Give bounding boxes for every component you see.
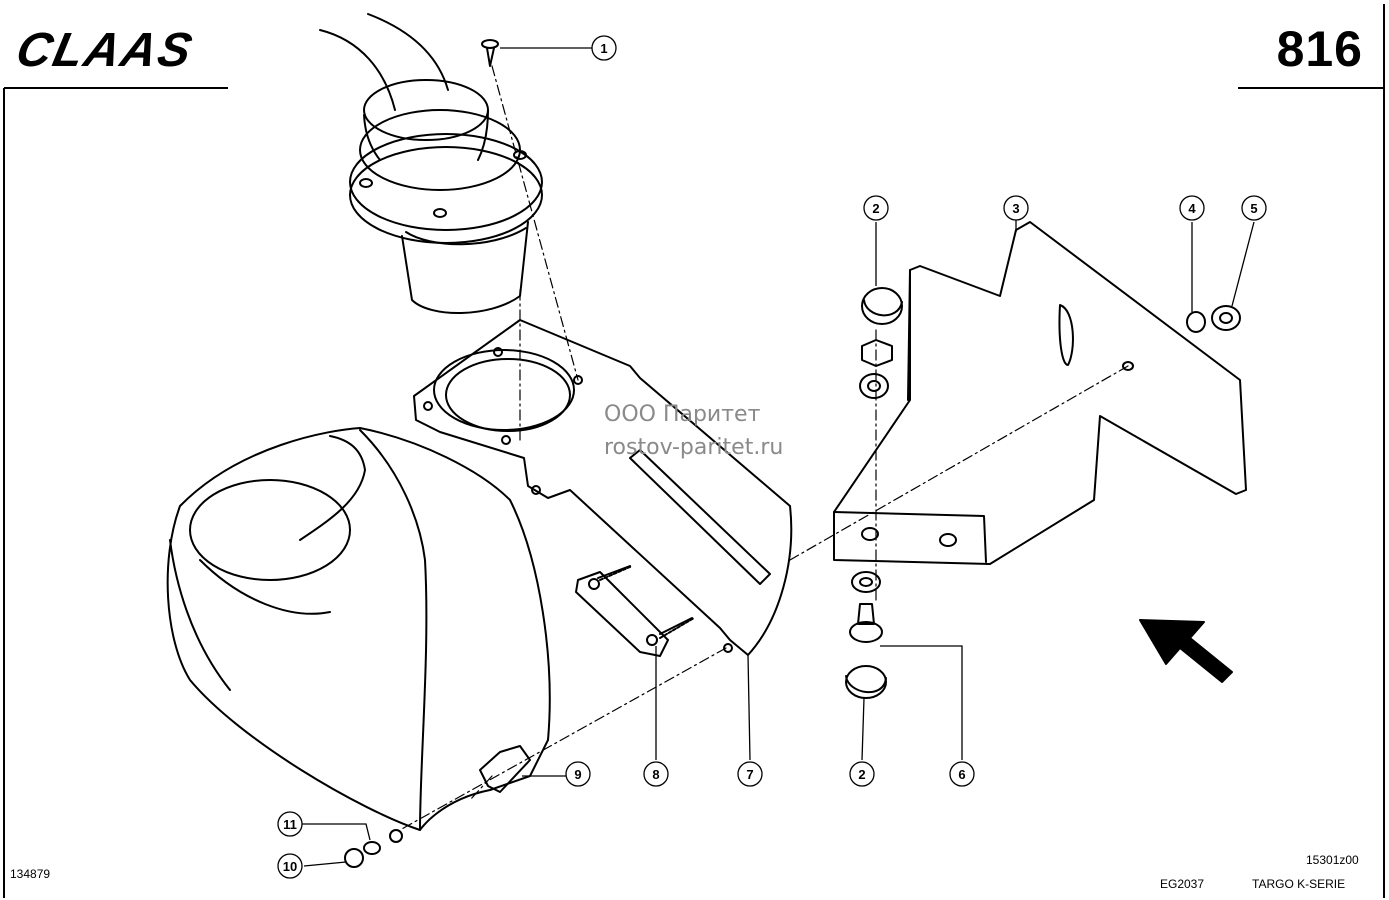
watermark-url: rostov-paritet.ru: [604, 435, 784, 460]
support-bracket: [833, 221, 1247, 565]
series-label: TARGO K-SERIE: [1252, 877, 1346, 891]
leader-lines: [302, 47, 1255, 867]
callout-2-top: [863, 195, 889, 221]
callout-10: [277, 853, 303, 879]
callout-5: [1241, 195, 1267, 221]
callout-label-10: 10: [283, 859, 297, 874]
callout-label-11: 11: [283, 817, 297, 832]
direction-arrow: [1139, 619, 1233, 683]
callout-9: [565, 761, 591, 787]
callout-label-3: 3: [1012, 201, 1019, 216]
watermark-company: ООО Паритет: [604, 402, 761, 427]
revision-code: 15301z00: [1306, 853, 1359, 867]
callout-label-5: 5: [1250, 201, 1257, 216]
callouts: [277, 35, 1267, 879]
callout-6: [949, 761, 975, 787]
claas-logo: CLAAS: [12, 23, 199, 76]
callout-2-bottom: [849, 761, 875, 787]
callout-label-2-bottom: 2: [858, 767, 865, 782]
callout-label-2-top: 2: [872, 201, 879, 216]
housing: [166, 427, 551, 831]
callout-labels: 1 2 3 4 5 6 7 8 9 2 11 10: [283, 41, 1258, 874]
callout-1: [591, 35, 617, 61]
mount-plate: [413, 319, 793, 656]
page-number: 816: [1276, 21, 1363, 77]
watermark: ООО Паритет rostov-paritet.ru: [604, 398, 783, 464]
fasteners: [344, 39, 1241, 868]
callout-label-8: 8: [652, 767, 659, 782]
frame: [3, 4, 1385, 898]
strap-plate: [575, 565, 693, 657]
callout-11: [277, 811, 303, 837]
boot-assembly: [319, 13, 543, 314]
callout-label-6: 6: [958, 767, 965, 782]
callout-8: [643, 761, 669, 787]
callout-label-4: 4: [1188, 201, 1196, 216]
callout-label-7: 7: [746, 767, 753, 782]
part-drawing: [166, 13, 1247, 868]
callout-4: [1179, 195, 1205, 221]
callout-3: [1003, 195, 1029, 221]
callout-label-9: 9: [574, 767, 581, 782]
callout-7: [737, 761, 763, 787]
left-code: 134879: [10, 867, 51, 881]
callout-label-1: 1: [600, 41, 607, 56]
drawing-code: EG2037: [1160, 877, 1205, 891]
brand-logo-text: CLAAS: [12, 23, 199, 76]
assembly-lines: [399, 65, 1129, 831]
